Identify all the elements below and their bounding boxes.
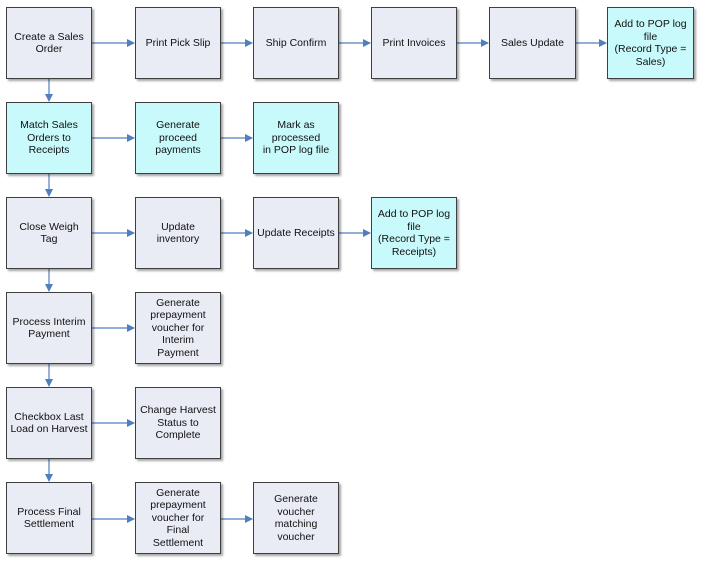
node-label: Process Interim Payment bbox=[12, 315, 86, 341]
node-close-weigh-tag: Close Weigh Tag bbox=[6, 197, 92, 269]
node-label: Close Weigh Tag bbox=[19, 220, 79, 246]
node-label: Generate proceed payments bbox=[155, 119, 201, 157]
node-label: Ship Confirm bbox=[265, 36, 327, 49]
node-label: Mark as processed in POP log file bbox=[262, 119, 330, 157]
node-generate-proceed-payments: Generate proceed payments bbox=[135, 102, 221, 174]
node-change-harvest-status: Change Harvest Status to Complete bbox=[135, 387, 221, 459]
node-label: Process Final Settlement bbox=[17, 505, 81, 531]
node-label: Print Pick Slip bbox=[145, 36, 211, 49]
node-add-pop-sales: Add to POP log file (Record Type = Sales… bbox=[607, 7, 694, 79]
node-add-pop-receipts: Add to POP log file (Record Type = Recei… bbox=[371, 197, 457, 269]
node-label: Add to POP log file (Record Type = Sales… bbox=[614, 18, 687, 68]
node-label: Update Receipts bbox=[257, 226, 335, 239]
node-print-pick-slip: Print Pick Slip bbox=[135, 7, 221, 79]
node-match-sales-orders: Match Sales Orders to Receipts bbox=[6, 102, 92, 174]
node-update-inventory: Update inventory bbox=[135, 197, 221, 269]
node-label: Add to POP log file (Record Type = Recei… bbox=[377, 208, 451, 258]
node-label: Update inventory bbox=[156, 220, 200, 246]
node-label: Change Harvest Status to Complete bbox=[140, 404, 216, 442]
node-checkbox-last-load: Checkbox Last Load on Harvest bbox=[6, 387, 92, 459]
node-label: Create a Sales Order bbox=[14, 30, 84, 56]
node-label: Generate voucher matching voucher bbox=[274, 493, 318, 543]
node-generate-voucher-matching: Generate voucher matching voucher bbox=[253, 482, 339, 554]
node-label: Generate prepayment voucher for Final Se… bbox=[150, 486, 206, 549]
node-print-invoices: Print Invoices bbox=[371, 7, 457, 79]
node-sales-update: Sales Update bbox=[489, 7, 576, 79]
node-mark-processed: Mark as processed in POP log file bbox=[253, 102, 339, 174]
node-generate-prepayment-interim: Generate prepayment voucher for Interim … bbox=[135, 292, 221, 364]
node-label: Checkbox Last Load on Harvest bbox=[10, 410, 88, 436]
node-label: Match Sales Orders to Receipts bbox=[20, 119, 78, 157]
node-label: Print Invoices bbox=[382, 36, 446, 49]
node-generate-prepayment-final: Generate prepayment voucher for Final Se… bbox=[135, 482, 221, 554]
node-process-final-settlement: Process Final Settlement bbox=[6, 482, 92, 554]
node-ship-confirm: Ship Confirm bbox=[253, 7, 339, 79]
node-create-sales-order: Create a Sales Order bbox=[6, 7, 92, 79]
node-update-receipts: Update Receipts bbox=[253, 197, 339, 269]
node-label: Generate prepayment voucher for Interim … bbox=[150, 296, 206, 359]
node-process-interim-payment: Process Interim Payment bbox=[6, 292, 92, 364]
node-label: Sales Update bbox=[500, 36, 565, 49]
